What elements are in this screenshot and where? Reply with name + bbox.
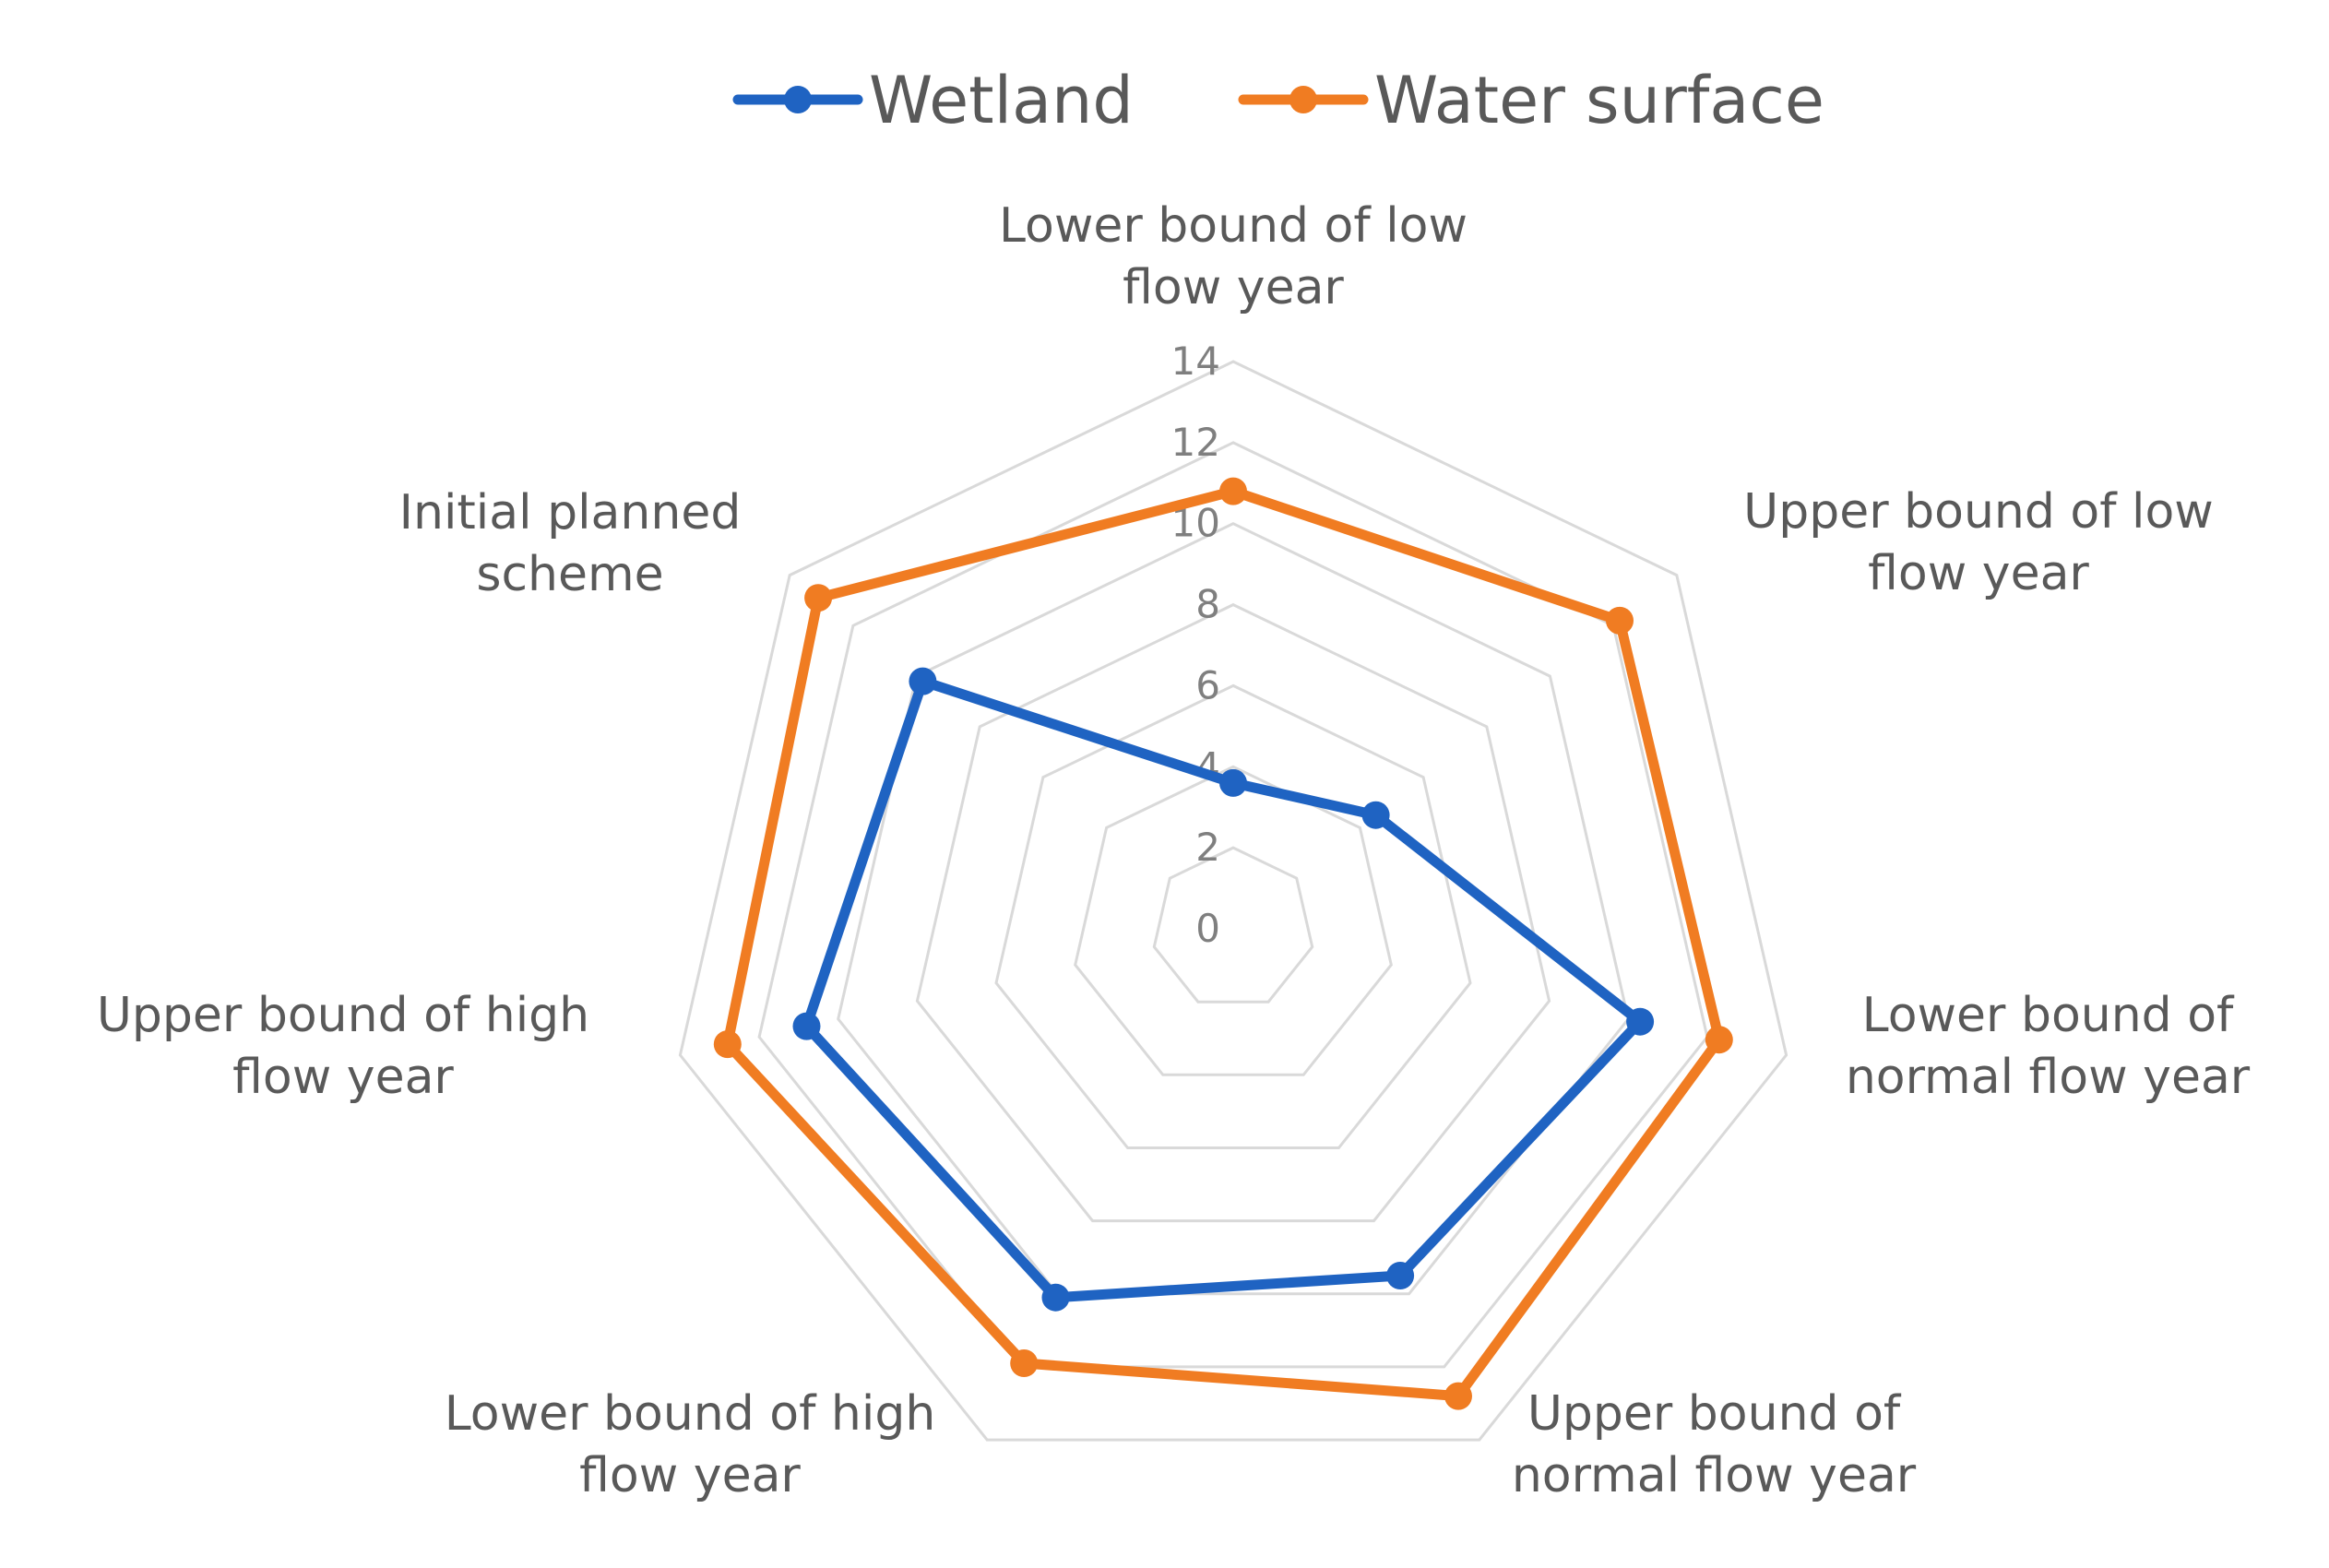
- legend-swatch-marker: [1289, 86, 1317, 113]
- radial-tick-label: 0: [1195, 906, 1220, 951]
- data-point: [1219, 768, 1247, 797]
- data-point: [1606, 606, 1634, 635]
- grid-ring-14: [678, 360, 1788, 1442]
- grid-ring-10: [837, 522, 1630, 1296]
- radial-tick-label: 8: [1195, 582, 1220, 627]
- data-point: [713, 1030, 742, 1059]
- series-water-surface: [713, 477, 1733, 1410]
- data-point: [1386, 1262, 1415, 1289]
- data-point: [792, 1012, 821, 1040]
- data-point: [1444, 1382, 1472, 1410]
- data-point: [1361, 801, 1390, 829]
- legend-item-wetland: Wetland: [732, 63, 1134, 138]
- data-point: [804, 584, 833, 612]
- grid-ring-8: [915, 602, 1551, 1223]
- data-point: [1219, 477, 1247, 505]
- data-point: [1626, 1007, 1655, 1036]
- series-line: [722, 486, 1725, 1402]
- grid-ring-4: [1074, 765, 1393, 1076]
- series-wetland: [792, 667, 1655, 1312]
- radial-tick-label: 14: [1171, 339, 1220, 384]
- radial-tick-label: 6: [1195, 662, 1220, 707]
- legend-label: Water surface: [1374, 63, 1824, 138]
- series-line: [802, 676, 1646, 1303]
- legend-swatch-marker: [784, 86, 812, 113]
- series-layer: [713, 477, 1733, 1410]
- data-point: [1705, 1026, 1733, 1054]
- grid-ring-6: [994, 683, 1472, 1149]
- radial-tick-label: 2: [1195, 825, 1220, 870]
- radar-grid: [678, 360, 1788, 1442]
- legend: Wetland Water surface: [732, 63, 1824, 138]
- data-point: [909, 667, 937, 695]
- grid-ring-12: [757, 441, 1709, 1369]
- radial-tick-label: 12: [1171, 420, 1220, 465]
- data-point: [1010, 1349, 1039, 1377]
- legend-label: Wetland: [869, 63, 1134, 138]
- legend-item-water-surface: Water surface: [1238, 63, 1824, 138]
- data-point: [1041, 1283, 1070, 1312]
- grid-ring-2: [1152, 846, 1314, 1004]
